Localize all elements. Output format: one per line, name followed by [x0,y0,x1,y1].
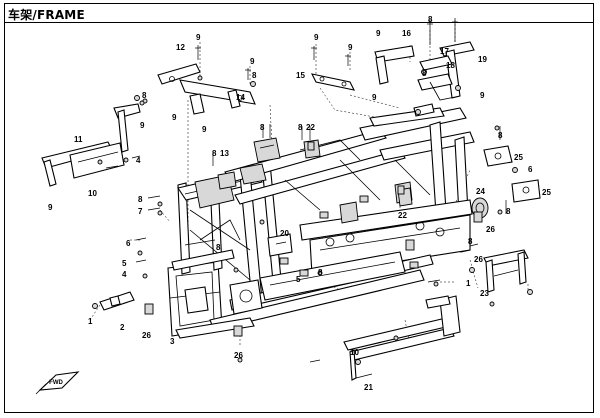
callout-7: 7 [138,207,143,216]
callout-26: 26 [474,255,483,264]
callout-1: 1 [466,279,471,288]
callout-4: 4 [122,270,127,279]
part-center-stay [253,137,281,163]
callout-9: 9 [140,121,145,130]
callout-25: 25 [542,188,551,197]
callout-22: 22 [306,123,315,132]
callout-9: 9 [314,33,319,42]
callout-5: 5 [122,259,127,268]
callout-8: 8 [428,15,433,24]
callout-8: 8 [142,91,147,100]
callout-8: 8 [468,237,473,246]
callout-10: 10 [350,348,359,357]
callout-5: 5 [296,275,301,284]
part-front-upper-bracket [157,63,256,115]
page-title: 车架/FRAME [8,8,85,22]
callout-8: 8 [260,123,265,132]
callout-13: 13 [220,149,229,158]
callout-16: 16 [402,29,411,38]
part-rear-hitch-bracket [483,249,529,293]
callout-25: 25 [514,153,523,162]
callout-24: 24 [476,187,485,196]
callout-8: 8 [422,69,427,78]
callout-26: 26 [486,225,495,234]
callouts: 12 9 9 9 9 9 9 9 9 9 9 9 14 15 16 17 18 … [48,15,551,392]
callout-8: 8 [498,131,503,140]
callout-8: 8 [506,207,511,216]
callout-9: 9 [202,125,207,134]
diagram-border [4,3,594,413]
part-rear-side-brackets [483,145,541,203]
callout-8: 8 [212,149,217,158]
callout-26: 26 [234,351,243,360]
title-divider [4,22,594,23]
callout-14: 14 [236,93,245,102]
callout-8: 8 [138,195,143,204]
callout-8: 8 [252,71,257,80]
callout-6: 6 [528,165,533,174]
callout-9: 9 [172,113,177,122]
callout-9: 9 [196,33,201,42]
callout-8: 8 [298,123,303,132]
callout-26: 26 [142,331,151,340]
callout-9: 9 [348,43,353,52]
callout-11: 11 [74,135,83,144]
callout-8: 8 [318,268,323,277]
part-bottom-bar [343,295,461,381]
callout-22: 22 [398,211,407,220]
callout-10: 10 [88,189,97,198]
callout-9: 9 [376,29,381,38]
part-front-bumper-bracket [41,103,141,187]
callout-9: 9 [480,91,485,100]
callout-17: 17 [440,47,449,56]
callout-21: 21 [364,383,373,392]
hardware-fasteners [92,18,533,365]
part-rear-upper-bracket [374,41,475,117]
part-upper-plate [310,73,356,91]
direction-marker-label: FWD [49,380,63,386]
part-20-bracket [267,233,293,257]
callout-8: 8 [216,243,221,252]
part-front-lower-plate [99,291,135,311]
callout-15: 15 [296,71,305,80]
callout-1: 1 [88,317,93,326]
direction-marker: FWD [35,371,80,395]
callout-2: 2 [120,323,125,332]
callout-3: 3 [170,337,175,346]
callout-20: 20 [280,229,289,238]
callout-9: 9 [372,93,377,102]
callout-18: 18 [446,61,455,70]
callout-19: 19 [478,55,487,64]
callout-6: 6 [126,239,131,248]
callout-9: 9 [48,203,53,212]
callout-4: 4 [136,156,141,165]
callout-9: 9 [250,57,255,66]
callout-23: 23 [480,289,489,298]
callout-12: 12 [176,43,185,52]
